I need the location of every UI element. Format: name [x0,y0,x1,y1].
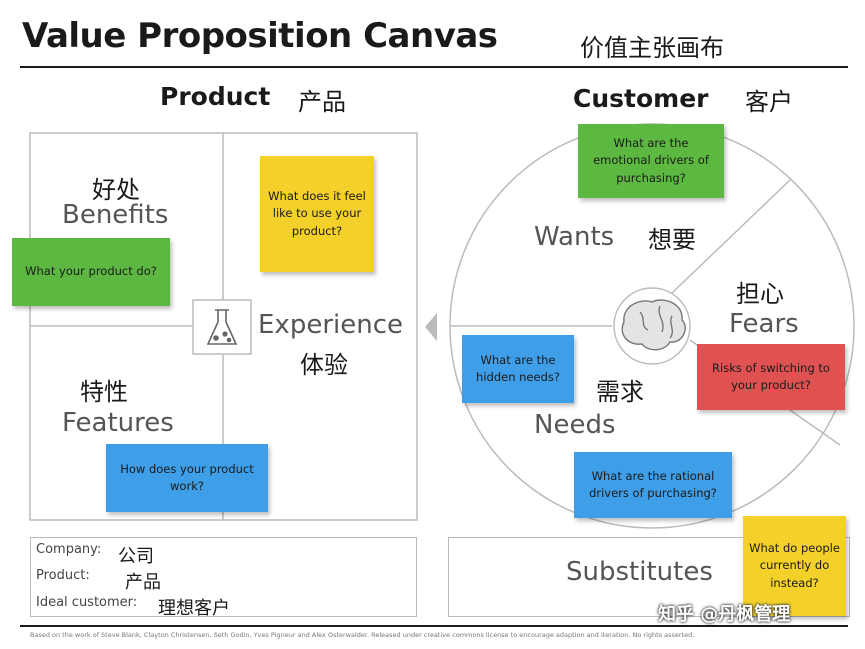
substitutes-note: What do people currently do instead? [743,516,846,616]
experience-label: Experience [258,310,403,340]
customer-heading-cn: 客户 [745,88,793,116]
needs-label: Needs [534,410,616,440]
company-label: Company: [36,542,102,557]
ideal-customer-value-cn: 理想客户 [158,598,230,619]
canvas-title: Value Proposition Canvas [22,16,498,56]
header-divider [20,66,848,68]
benefits-note: What your product do? [12,238,170,306]
substitutes-label: Substitutes [566,557,713,587]
company-value-cn: 公司 [118,546,154,567]
wants-label: Wants [534,222,615,252]
brain-icon [621,299,686,351]
fears-note: Risks of switching to your product? [697,344,845,410]
rational-needs-note: What are the rational drivers of purchas… [574,452,732,518]
product-heading-cn: 产品 [298,88,346,116]
footer-divider [20,625,848,627]
product-value-cn: 产品 [125,572,161,593]
experience-label-cn: 体验 [300,351,348,379]
product-heading: Product [160,82,271,111]
experience-note: What does it feel like to use your produ… [260,156,374,272]
benefits-label-cn: 好处 [92,176,140,204]
wants-note: What are the emotional drivers of purcha… [578,124,724,198]
product-label: Product: [36,568,90,583]
footer-credits: Based on the work of Steve Blank, Clayto… [30,631,695,639]
product-center-box [192,299,252,355]
fears-label: Fears [729,309,799,339]
features-note: How does your product work? [106,444,268,512]
benefits-label: Benefits [62,200,169,230]
hidden-needs-note: What are the hidden needs? [462,335,574,403]
arrow-left-icon [425,313,437,341]
wants-label-cn: 想要 [648,226,696,254]
substitutes-box [448,537,850,617]
features-label-cn: 特性 [80,378,128,406]
circle-divider-upper [671,179,791,294]
customer-heading: Customer [573,84,709,113]
features-label: Features [62,408,174,438]
watermark: 知乎 @丹枫管理 [658,604,791,625]
details-box [30,537,417,617]
ideal-customer-label: Ideal customer: [36,595,138,610]
fears-label-cn: 担心 [736,280,784,308]
flask-icon [206,309,238,345]
needs-label-cn: 需求 [596,378,644,406]
canvas-title-cn: 价值主张画布 [580,34,724,62]
